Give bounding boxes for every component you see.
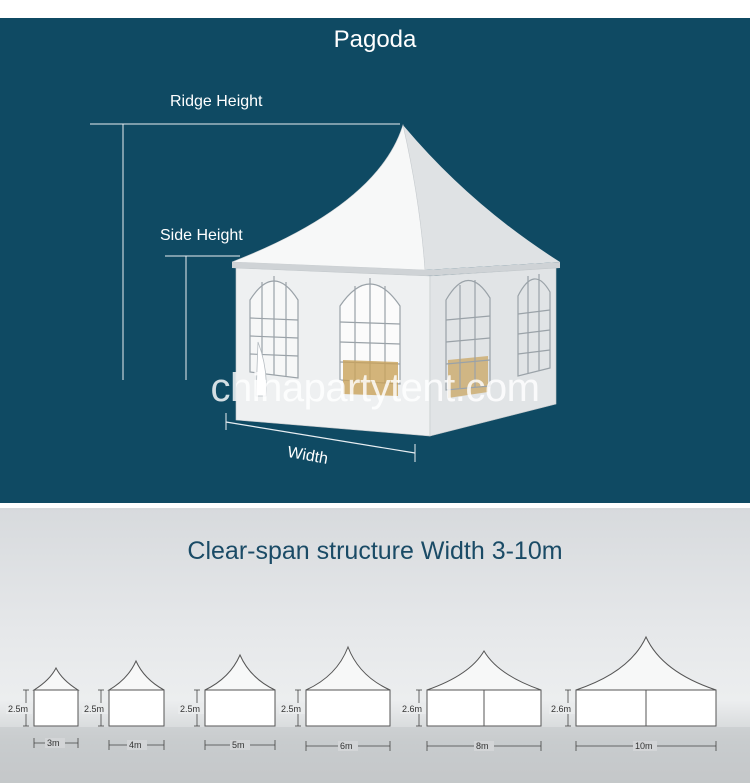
tent-size-3m	[32, 666, 80, 727]
height-label-5m: 2.5m	[180, 704, 200, 714]
width-label-4m: 4m	[129, 740, 142, 750]
tent-size-6m	[305, 645, 391, 727]
subtitle: Clear-span structure Width 3-10m	[187, 537, 563, 565]
width-label-10m: 10m	[635, 741, 653, 751]
watermark: chinapartytent.com	[210, 366, 540, 410]
tent-size-5m	[204, 653, 276, 727]
width-labels: 3m 4m 5m 6m 8m 10m	[45, 738, 657, 751]
width-label-6m: 6m	[340, 741, 353, 751]
height-labels: 2.5m 2.5m 2.5m 2.5m 2.6m 2.6m	[6, 703, 575, 714]
width-label-3m: 3m	[47, 738, 60, 748]
tent-size-4m	[107, 659, 165, 727]
tent-size-10m	[575, 635, 717, 727]
side-height-label: Side Height	[160, 227, 243, 244]
height-label-4m: 2.5m	[84, 704, 104, 714]
side-windows	[445, 274, 551, 391]
height-label-10m: 2.6m	[551, 704, 571, 714]
width-label-8m: 8m	[476, 741, 489, 751]
page-title: Pagoda	[333, 26, 417, 53]
height-label-3m: 2.5m	[8, 704, 28, 714]
height-label-8m: 2.6m	[402, 704, 422, 714]
width-label-5m: 5m	[232, 740, 245, 750]
tent-size-8m	[426, 650, 542, 727]
dimension-lines	[90, 123, 416, 462]
height-label-6m: 2.5m	[281, 704, 301, 714]
size-tents	[32, 635, 717, 727]
tent-roof	[231, 123, 560, 276]
ridge-height-label: Ridge Height	[170, 93, 263, 110]
